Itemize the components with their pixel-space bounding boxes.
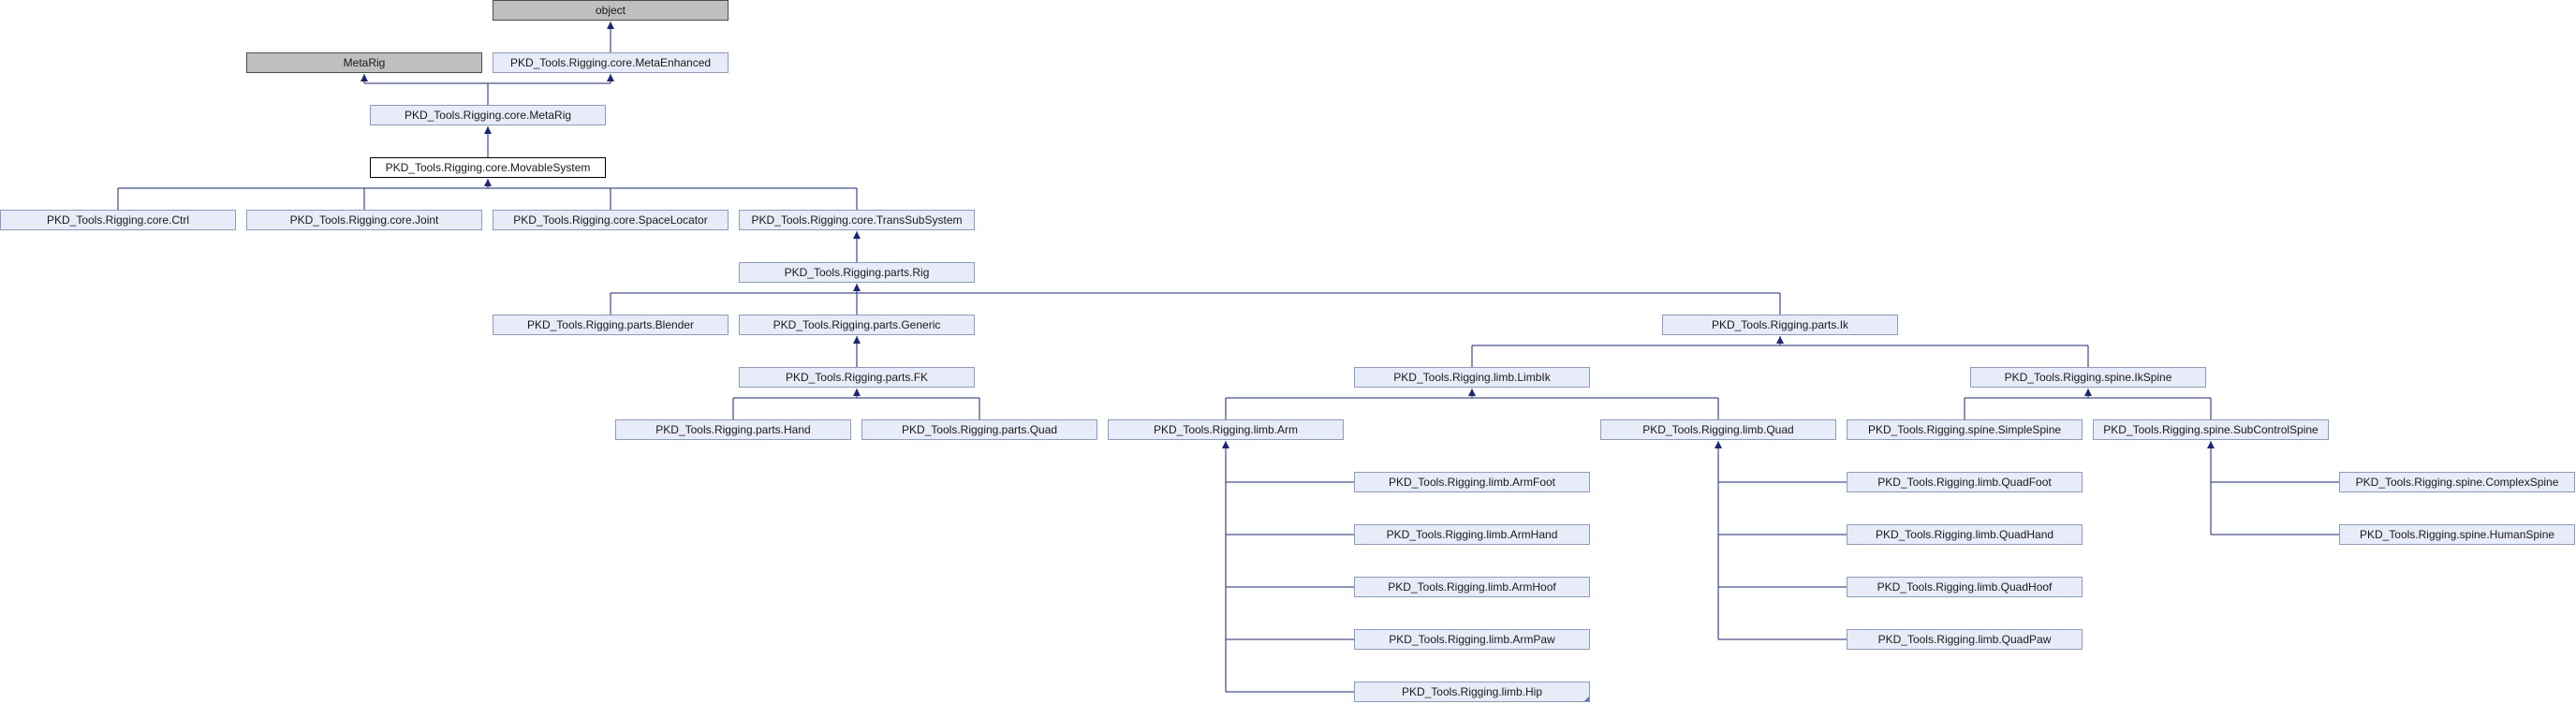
node-limb-armpaw[interactable]: PKD_Tools.Rigging.limb.ArmPaw bbox=[1354, 629, 1590, 650]
node-spine-ikspine[interactable]: PKD_Tools.Rigging.spine.IkSpine bbox=[1970, 367, 2206, 388]
node-parts-generic[interactable]: PKD_Tools.Rigging.parts.Generic bbox=[739, 315, 975, 335]
node-spine-subcontrolspine[interactable]: PKD_Tools.Rigging.spine.SubControlSpine bbox=[2093, 419, 2329, 440]
node-parts-fk[interactable]: PKD_Tools.Rigging.parts.FK bbox=[739, 367, 975, 388]
node-spine-simplespine[interactable]: PKD_Tools.Rigging.spine.SimpleSpine bbox=[1847, 419, 2083, 440]
node-joint[interactable]: PKD_Tools.Rigging.core.Joint bbox=[246, 210, 482, 230]
node-space-locator[interactable]: PKD_Tools.Rigging.core.SpaceLocator bbox=[493, 210, 729, 230]
node-limb-quad[interactable]: PKD_Tools.Rigging.limb.Quad bbox=[1600, 419, 1836, 440]
arrowhead-metarig-base bbox=[361, 74, 368, 81]
arrowhead-core-metarig bbox=[484, 126, 492, 134]
arrowhead-object bbox=[607, 22, 614, 29]
arrowhead-parts-fk bbox=[853, 389, 861, 396]
node-limb-quadfoot[interactable]: PKD_Tools.Rigging.limb.QuadFoot bbox=[1847, 472, 2083, 492]
node-parts-blender[interactable]: PKD_Tools.Rigging.parts.Blender bbox=[493, 315, 729, 335]
node-metarig-base[interactable]: MetaRig bbox=[246, 52, 482, 73]
node-limb-arm[interactable]: PKD_Tools.Rigging.limb.Arm bbox=[1108, 419, 1344, 440]
node-limb-armhoof[interactable]: PKD_Tools.Rigging.limb.ArmHoof bbox=[1354, 577, 1590, 597]
node-parts-ik[interactable]: PKD_Tools.Rigging.parts.Ik bbox=[1662, 315, 1898, 335]
arrowhead-parts-ik bbox=[1776, 336, 1784, 344]
node-parts-hand[interactable]: PKD_Tools.Rigging.parts.Hand bbox=[615, 419, 851, 440]
node-ctrl[interactable]: PKD_Tools.Rigging.core.Ctrl bbox=[0, 210, 236, 230]
folded-corner-icon bbox=[1584, 697, 1589, 701]
node-spine-complexspine[interactable]: PKD_Tools.Rigging.spine.ComplexSpine bbox=[2339, 472, 2575, 492]
arrowhead-meta-enhanced bbox=[607, 74, 614, 81]
node-limb-armhand[interactable]: PKD_Tools.Rigging.limb.ArmHand bbox=[1354, 524, 1590, 545]
node-limb-armfoot[interactable]: PKD_Tools.Rigging.limb.ArmFoot bbox=[1354, 472, 1590, 492]
node-limb-quadhoof[interactable]: PKD_Tools.Rigging.limb.QuadHoof bbox=[1847, 577, 2083, 597]
node-limb-limbik[interactable]: PKD_Tools.Rigging.limb.LimbIk bbox=[1354, 367, 1590, 388]
node-object[interactable]: object bbox=[493, 0, 729, 21]
node-parts-rig[interactable]: PKD_Tools.Rigging.parts.Rig bbox=[739, 262, 975, 283]
node-meta-enhanced[interactable]: PKD_Tools.Rigging.core.MetaEnhanced bbox=[493, 52, 729, 73]
node-limb-quadhand[interactable]: PKD_Tools.Rigging.limb.QuadHand bbox=[1847, 524, 2083, 545]
arrowhead-limb-arm bbox=[1222, 441, 1229, 448]
node-spine-humanspine[interactable]: PKD_Tools.Rigging.spine.HumanSpine bbox=[2339, 524, 2575, 545]
node-trans-sub-system[interactable]: PKD_Tools.Rigging.core.TransSubSystem bbox=[739, 210, 975, 230]
arrowhead-spine-subcontrolspine bbox=[2207, 441, 2215, 448]
arrowhead-movable-system bbox=[484, 179, 492, 186]
node-limb-hip-label: PKD_Tools.Rigging.limb.Hip bbox=[1401, 685, 1543, 698]
arrowhead-limb-limbik bbox=[1468, 389, 1476, 396]
arrowhead-spine-ikspine bbox=[2084, 389, 2092, 396]
node-movable-system[interactable]: PKD_Tools.Rigging.core.MovableSystem bbox=[370, 157, 606, 178]
arrowhead-limb-quad bbox=[1715, 441, 1722, 448]
node-core-metarig[interactable]: PKD_Tools.Rigging.core.MetaRig bbox=[370, 105, 606, 125]
node-limb-quadpaw[interactable]: PKD_Tools.Rigging.limb.QuadPaw bbox=[1847, 629, 2083, 650]
arrowhead-parts-rig bbox=[853, 284, 861, 291]
arrowhead-parts-generic bbox=[853, 336, 861, 344]
node-parts-quad[interactable]: PKD_Tools.Rigging.parts.Quad bbox=[861, 419, 1097, 440]
arrowhead-trans-sub-system bbox=[853, 231, 861, 239]
node-limb-hip[interactable]: PKD_Tools.Rigging.limb.Hip bbox=[1354, 682, 1590, 702]
